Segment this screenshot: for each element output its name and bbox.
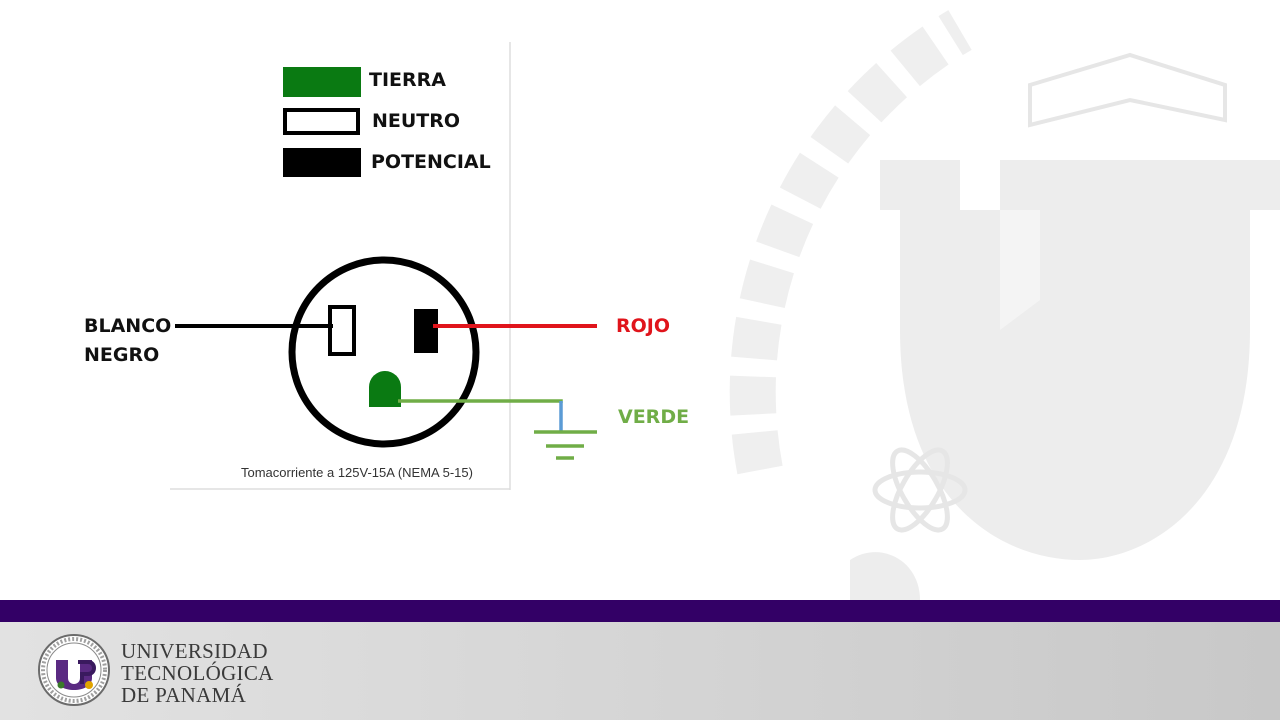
ground-wire [398, 399, 563, 403]
legend-label-tierra: TIERRA [369, 69, 446, 91]
wire-label-rojo: ROJO [616, 315, 671, 337]
diagram-caption: Tomacorriente a 125V-15A (NEMA 5-15) [241, 465, 473, 480]
neutral-slot [328, 305, 356, 356]
utp-seal-logo [38, 634, 110, 706]
legend-label-potencial: POTENCIAL [371, 151, 491, 173]
org-name-line-1: UNIVERSIDAD [121, 639, 268, 663]
wire-label-verde: VERDE [618, 406, 690, 428]
outlet-wiring-diagram [170, 42, 597, 490]
legend-swatch-neutro [283, 108, 360, 135]
outlet-face [288, 256, 480, 448]
legend-label-neutro: NEUTRO [372, 110, 461, 132]
ground-pin [369, 371, 401, 407]
legend-swatch-potencial [283, 148, 361, 177]
footer-accent-band [0, 600, 1280, 622]
org-name-line-2: TECNOLÓGICA [121, 661, 274, 685]
legend-swatch-tierra [283, 67, 361, 97]
org-name-line-3: DE PANAMÁ [121, 683, 247, 707]
footer-bar [0, 622, 1280, 720]
wire-label-negro: NEGRO [84, 344, 160, 366]
wire-label-blanco: BLANCO [84, 315, 172, 337]
hot-slot [414, 309, 438, 353]
